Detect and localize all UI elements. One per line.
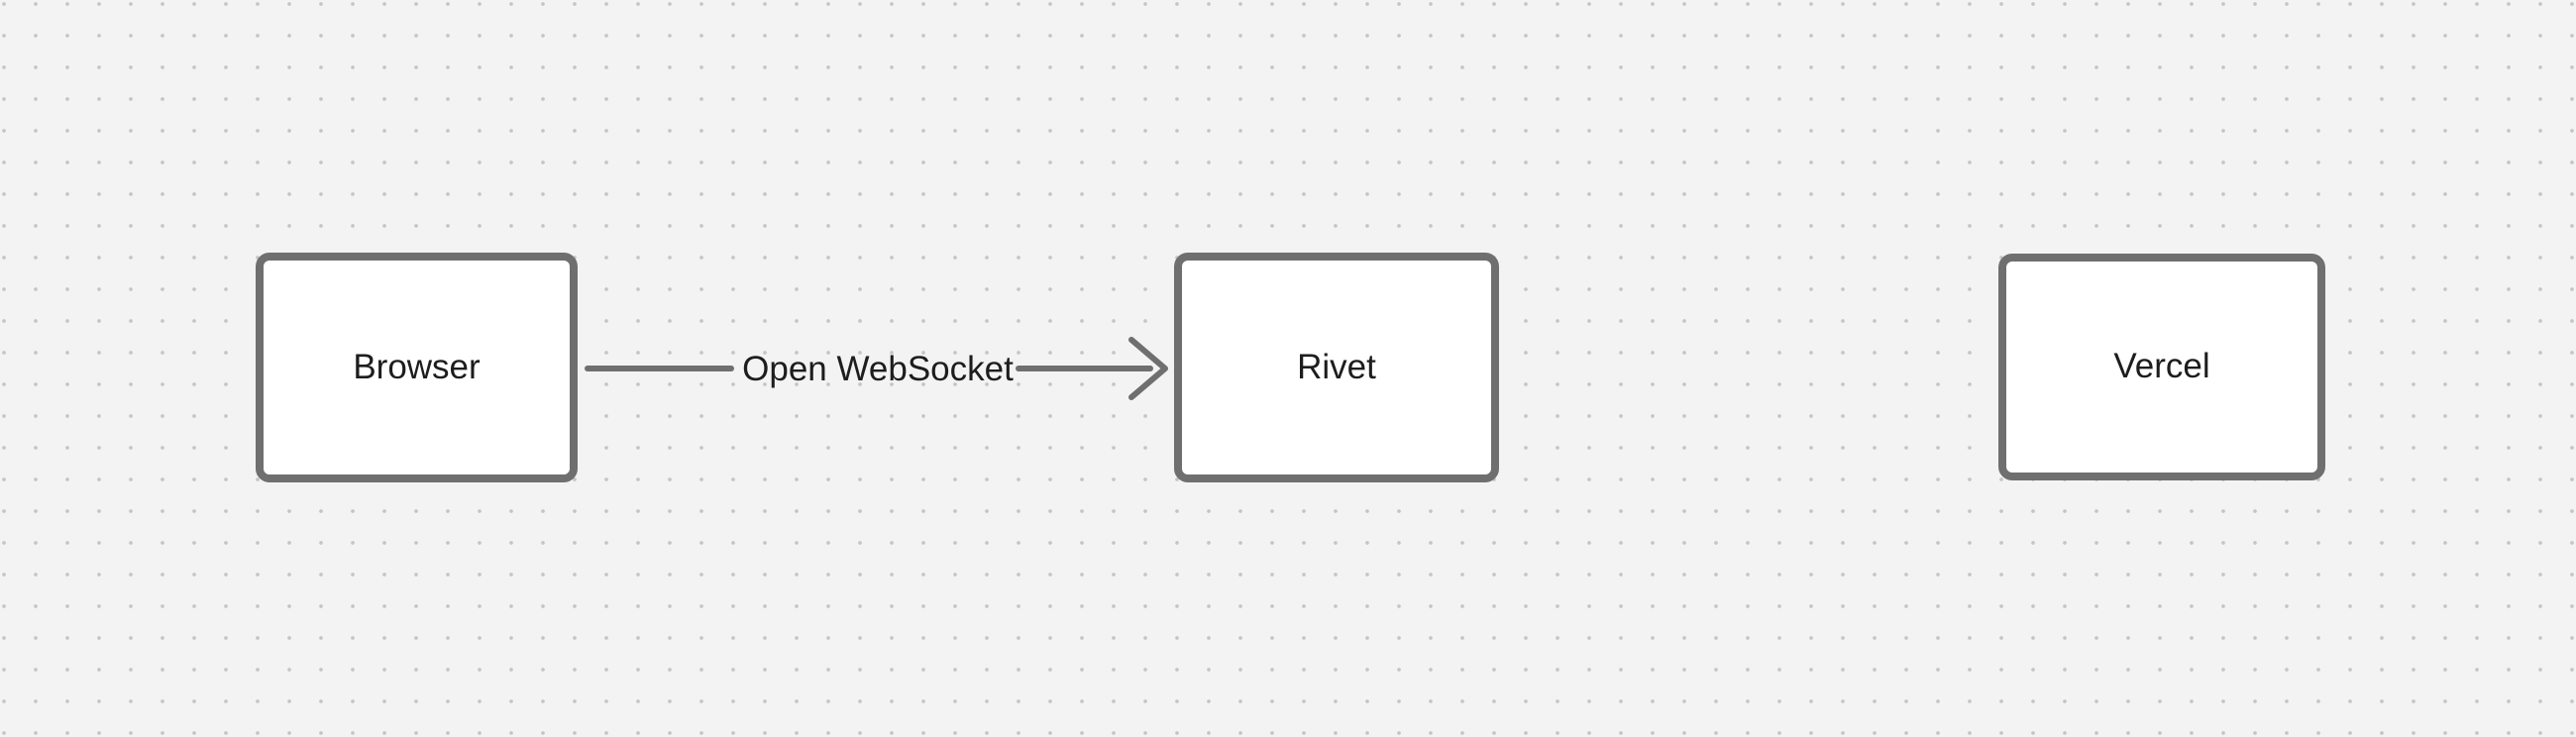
node-browser[interactable]: Browser — [256, 253, 578, 482]
node-rivet[interactable]: Rivet — [1174, 253, 1499, 482]
node-vercel[interactable]: Vercel — [1998, 254, 2325, 480]
edge-label-open-websocket[interactable]: Open WebSocket — [742, 350, 1014, 388]
node-browser-label: Browser — [353, 347, 481, 386]
node-vercel-label: Vercel — [2113, 347, 2210, 385]
node-rivet-label: Rivet — [1297, 347, 1376, 386]
arrowhead-icon — [1128, 337, 1168, 400]
